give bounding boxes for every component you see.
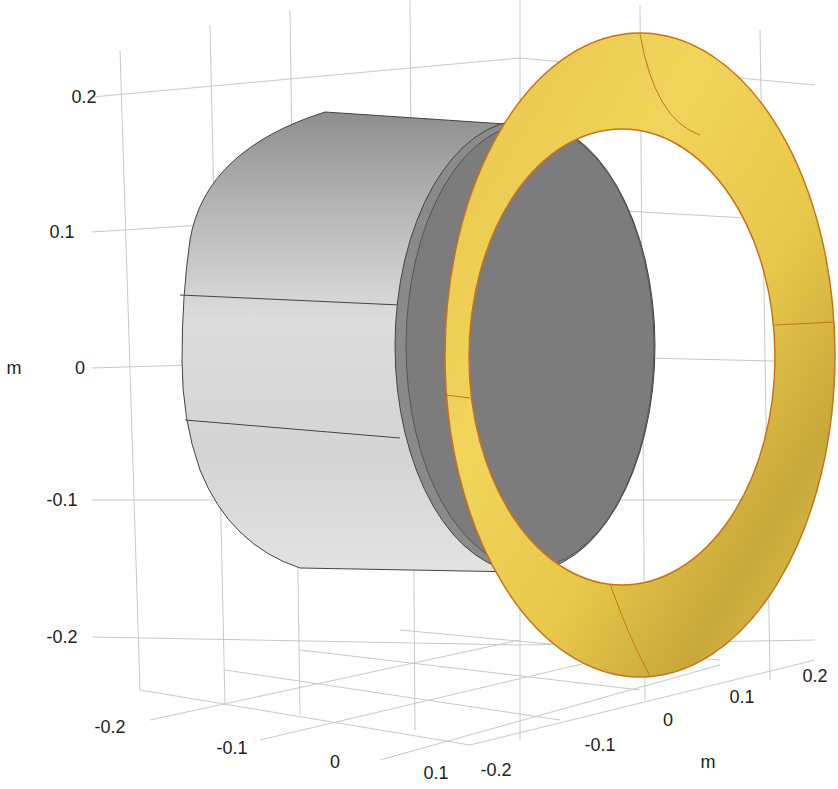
axis-tick-label: -0.2 bbox=[46, 628, 77, 646]
axis-tick-label: 0 bbox=[663, 711, 673, 729]
axis-tick-label: 0.2 bbox=[71, 88, 96, 106]
axis-tick-label: -0.2 bbox=[94, 718, 125, 736]
axis-tick-label: 0.1 bbox=[423, 764, 448, 782]
axis-tick-label: 0 bbox=[75, 359, 85, 377]
axis-tick-label: 0 bbox=[330, 753, 340, 771]
axis-tick-label: -0.1 bbox=[584, 736, 615, 754]
axis-tick-label: 0.1 bbox=[729, 688, 754, 706]
cylinder-body bbox=[180, 112, 655, 572]
axis-tick-label: 0.1 bbox=[49, 223, 74, 241]
axis-tick-label: 0.2 bbox=[802, 667, 827, 685]
axis-tick-label: m bbox=[7, 359, 22, 377]
axis-tick-label: m bbox=[701, 753, 716, 771]
axis-tick-label: -0.1 bbox=[46, 491, 77, 509]
axis-tick-label: -0.2 bbox=[480, 761, 511, 779]
axis-tick-label: -0.1 bbox=[216, 739, 247, 757]
ring-part bbox=[445, 33, 835, 677]
